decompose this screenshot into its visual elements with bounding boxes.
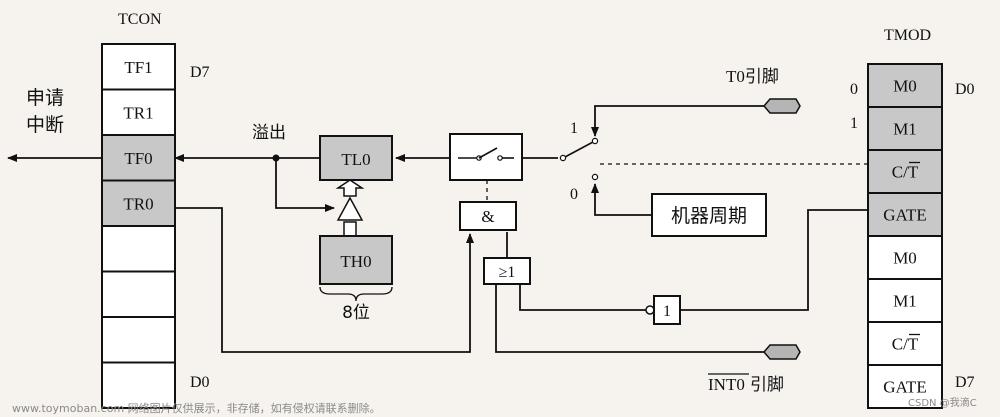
watermark-left: www.toymoban.com 网络图片仅供展示，非存储，如有侵权请联系删除。: [12, 401, 381, 415]
tcon-cell-label: TR1: [123, 103, 153, 122]
t0-pin-line: [591, 105, 770, 137]
control-switch-contact-2: [497, 155, 503, 161]
tmod-title: TMOD: [884, 27, 931, 44]
or-gate-label: ≥1: [499, 264, 516, 281]
tmod-cell: [867, 192, 943, 237]
int0-pin-label: INT0 引脚: [708, 373, 784, 395]
machine-cycle-line: [591, 183, 652, 216]
selector-blade: [564, 141, 594, 158]
not-gate-bubble: [645, 305, 655, 315]
hollow-up-arrow: [335, 179, 365, 197]
control-switch-blade: [478, 147, 498, 159]
selector-position-0: 0: [570, 186, 578, 203]
tcon-cell: [101, 43, 176, 91]
not-gate-label: 1: [663, 303, 671, 320]
tmod-cell: [867, 364, 943, 409]
tl0-label: TL0: [341, 150, 370, 169]
tcon-cell: [101, 270, 176, 318]
tmod-cell-label: GATE: [883, 378, 926, 397]
tr0-to-and-line: [175, 207, 474, 353]
th0-label: TH0: [340, 252, 371, 271]
tl0-register: [319, 135, 393, 181]
and-gate: [459, 201, 517, 231]
and-gate-label: &: [481, 207, 494, 226]
tcon-cell: [101, 225, 176, 273]
overflow-label: 溢出: [252, 123, 286, 143]
interrupt-request-label-1: 申请: [26, 87, 64, 109]
t0-pin-connector: [763, 98, 801, 114]
tmod-row-bit-0: 0: [850, 81, 858, 98]
tcon-cell-label: TR0: [123, 194, 153, 213]
tcon-title: TCON: [118, 11, 162, 28]
interrupt-request-label-2: 中断: [26, 114, 64, 136]
t0-pin-label: T0引脚: [726, 67, 779, 86]
or-gate: [483, 257, 531, 285]
tcon-cell-label: TF1: [124, 58, 152, 77]
tcon-bit-d7: D7: [190, 64, 210, 81]
tmod-cell: [867, 149, 943, 194]
th0-register: [319, 235, 393, 285]
tmod-cell-label: M1: [893, 120, 917, 139]
tmod-cell-label: M0: [893, 249, 917, 268]
int0-label-suffix: 引脚: [750, 375, 784, 395]
tmod-row-bit-1: 1: [850, 115, 858, 132]
selector-contact-1: [591, 137, 599, 145]
watermark-right: CSDN @我滴C: [908, 396, 977, 409]
machine-cycle-label: 机器周期: [671, 205, 747, 227]
tcon-cell-label: TF0: [124, 149, 152, 168]
tmod-bit-d7: D7: [955, 374, 975, 391]
buffer-triangle: [336, 196, 364, 221]
hollow-up-arrow-stem: [343, 221, 357, 237]
tmod-cell-label: M0: [893, 77, 917, 96]
tmod-bit-d0: D0: [955, 81, 975, 98]
eight-bit-brace: [319, 286, 393, 302]
tmod-cell-label: GATE: [883, 206, 926, 225]
tmod-cell-label: M1: [893, 292, 917, 311]
tmod-cell-label: C/T: [892, 163, 919, 182]
tcon-cell: [101, 361, 176, 409]
machine-cycle-box: [651, 193, 767, 237]
tmod-cell: [867, 235, 943, 280]
int0-pin-line: [495, 284, 770, 353]
gate-bit-line: [680, 209, 868, 311]
selector-position-1: 1: [570, 120, 578, 137]
tcon-cell: [101, 179, 176, 227]
int0-label-text: INT0: [708, 375, 745, 394]
control-switch-box: [449, 133, 523, 181]
tcon-cell: [101, 316, 176, 364]
selector-pivot: [559, 154, 567, 162]
tmod-cell: [867, 278, 943, 323]
int0-pin-connector: [763, 344, 801, 360]
tmod-cell: [867, 63, 943, 108]
reload-buffer: [335, 179, 365, 237]
tmod-cell-label: C/T: [892, 335, 919, 354]
tcon-bit-d0: D0: [190, 374, 210, 391]
selector-contact-0: [591, 173, 599, 181]
eight-bit-label: 8位: [342, 303, 370, 323]
not-to-or-line: [519, 284, 652, 311]
tcon-cell: [101, 88, 176, 136]
reload-control-line: [275, 158, 335, 212]
